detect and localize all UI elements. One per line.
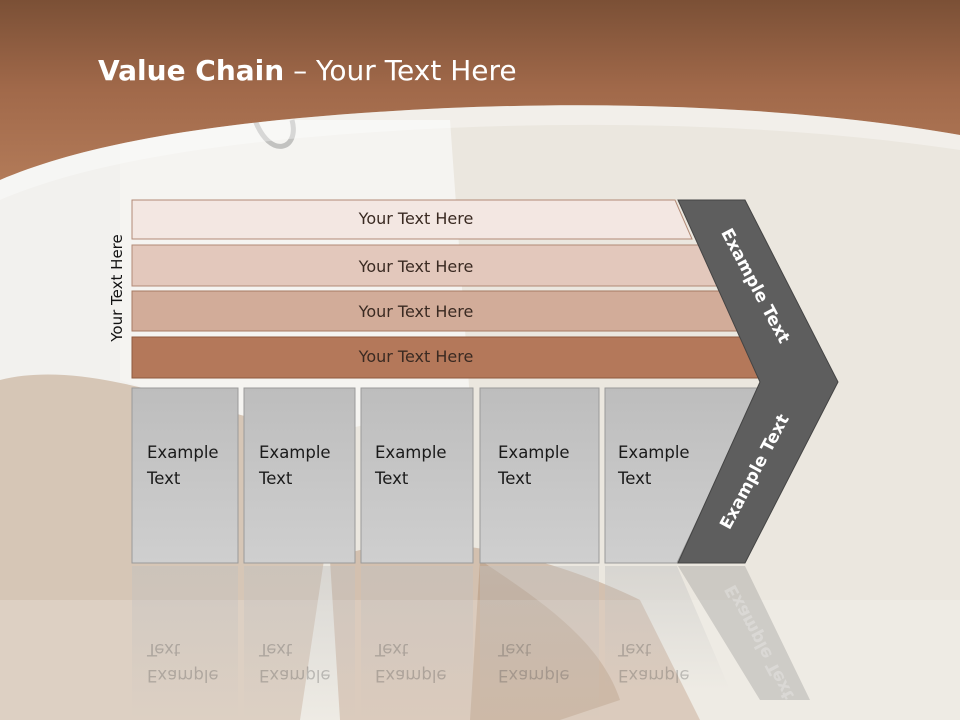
band-label-4: Your Text Here [358, 347, 474, 366]
box-reflection-3: Example Text [375, 636, 475, 688]
title-rest: – Your Text Here [284, 54, 517, 87]
box-reflection-4-line1: Example [498, 666, 570, 685]
box-reflection-2-line1: Example [259, 666, 331, 685]
box-reflection-1-line2: Text [147, 640, 181, 659]
box-5-line1: Example [618, 443, 690, 462]
box-reflection-1: Example Text [147, 636, 247, 688]
box-reflection-2: Example Text [259, 636, 359, 688]
box-reflection-5-line1: Example [618, 666, 690, 685]
box-reflection-2-line2: Text [259, 640, 293, 659]
side-label: Your Text Here [108, 234, 126, 342]
slide-title: Value Chain – Your Text Here [98, 54, 517, 87]
band-label-3: Your Text Here [358, 302, 474, 321]
box-4-line2: Text [498, 469, 532, 488]
box-reflection-3-line1: Example [375, 666, 447, 685]
box-reflection-4-line2: Text [498, 640, 532, 659]
box-reflection-5: Example Text [618, 636, 718, 688]
box-reflection-5-line2: Text [618, 640, 652, 659]
box-5-line2: Text [618, 469, 652, 488]
box-reflection-4: Example Text [498, 636, 598, 688]
box-text-1: Example Text [147, 440, 247, 492]
box-reflection-3-line2: Text [375, 640, 409, 659]
box-1-line2: Text [147, 469, 181, 488]
box-4-line1: Example [498, 443, 570, 462]
box-3-line1: Example [375, 443, 447, 462]
box-2-line2: Text [259, 469, 293, 488]
box-text-5: Example Text [618, 440, 718, 492]
box-text-3: Example Text [375, 440, 475, 492]
box-text-2: Example Text [259, 440, 359, 492]
title-bold: Value Chain [98, 54, 285, 87]
box-1-line1: Example [147, 443, 219, 462]
band-label-2: Your Text Here [358, 257, 474, 276]
band-label-1: Your Text Here [358, 209, 474, 228]
box-2-line1: Example [259, 443, 331, 462]
box-text-4: Example Text [498, 440, 598, 492]
box-3-line2: Text [375, 469, 409, 488]
box-reflection-1-line1: Example [147, 666, 219, 685]
